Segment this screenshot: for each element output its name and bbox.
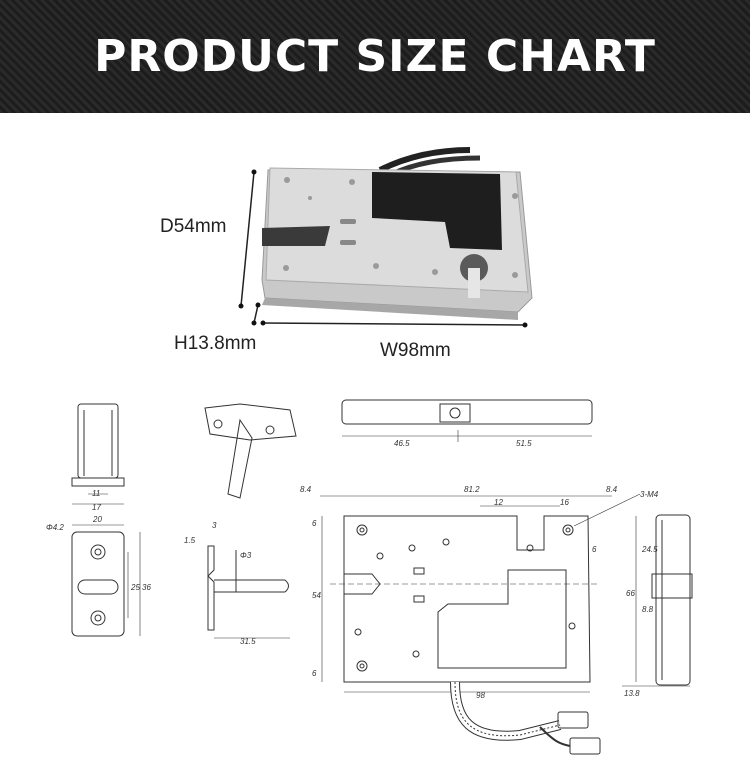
pin-dim-1.5: 1.5	[184, 536, 196, 545]
side-view: 11 17	[71, 403, 125, 512]
pin-dim-3: 3	[212, 521, 217, 530]
height-label: H13.8mm	[174, 333, 257, 354]
banner-title: PRODUCT SIZE CHART	[94, 31, 656, 82]
width-label: W98mm	[380, 340, 451, 361]
front-dim-12: 12	[494, 498, 503, 507]
front-dim-6-bottom: 6	[312, 669, 317, 678]
top-dim-46.5: 46.5	[394, 439, 410, 448]
depth-label: D54mm	[160, 216, 227, 237]
end-view: 24.5 66 8.8 13.8	[622, 514, 693, 698]
title-banner	[0, 0, 750, 113]
front-dim-8.4-right: 8.4	[606, 485, 618, 494]
side-dim-17: 17	[92, 503, 101, 512]
front-dim-m4: 3-M4	[640, 490, 659, 499]
front-dim-98: 98	[476, 691, 485, 700]
front-dim-81.2: 81.2	[464, 485, 480, 494]
pin-view: 3 1.5 Φ3 31.5	[184, 521, 290, 646]
end-dim-66: 66	[626, 589, 635, 598]
front-view: 8.4 81.2 8.4 12 16 3-M4 6 6 54 6 98	[300, 485, 659, 755]
bracket-dim-36: 36	[142, 583, 151, 592]
front-dim-6-right: 6	[592, 545, 597, 554]
end-dim-24.5: 24.5	[641, 545, 658, 554]
end-dim-13.8: 13.8	[624, 689, 640, 698]
bracket-dim-25: 25	[130, 583, 140, 592]
front-dim-16: 16	[560, 498, 569, 507]
front-dim-8.4-left: 8.4	[300, 485, 312, 494]
side-dim-11: 11	[92, 489, 100, 498]
bracket-dim-20: 20	[92, 515, 102, 524]
pin-dim-dia: Φ3	[240, 551, 252, 560]
latch-piece	[204, 403, 297, 499]
bracket-view: 20 Φ4.2 25 36	[46, 515, 151, 637]
bracket-dim-hole: Φ4.2	[46, 523, 64, 532]
front-dim-6-top: 6	[312, 519, 317, 528]
top-view: 46.5 51.5	[341, 399, 593, 448]
top-dim-51.5: 51.5	[516, 439, 532, 448]
pin-dim-31.5: 31.5	[240, 637, 256, 646]
end-dim-8.8: 8.8	[642, 605, 654, 614]
front-dim-54: 54	[312, 591, 321, 600]
